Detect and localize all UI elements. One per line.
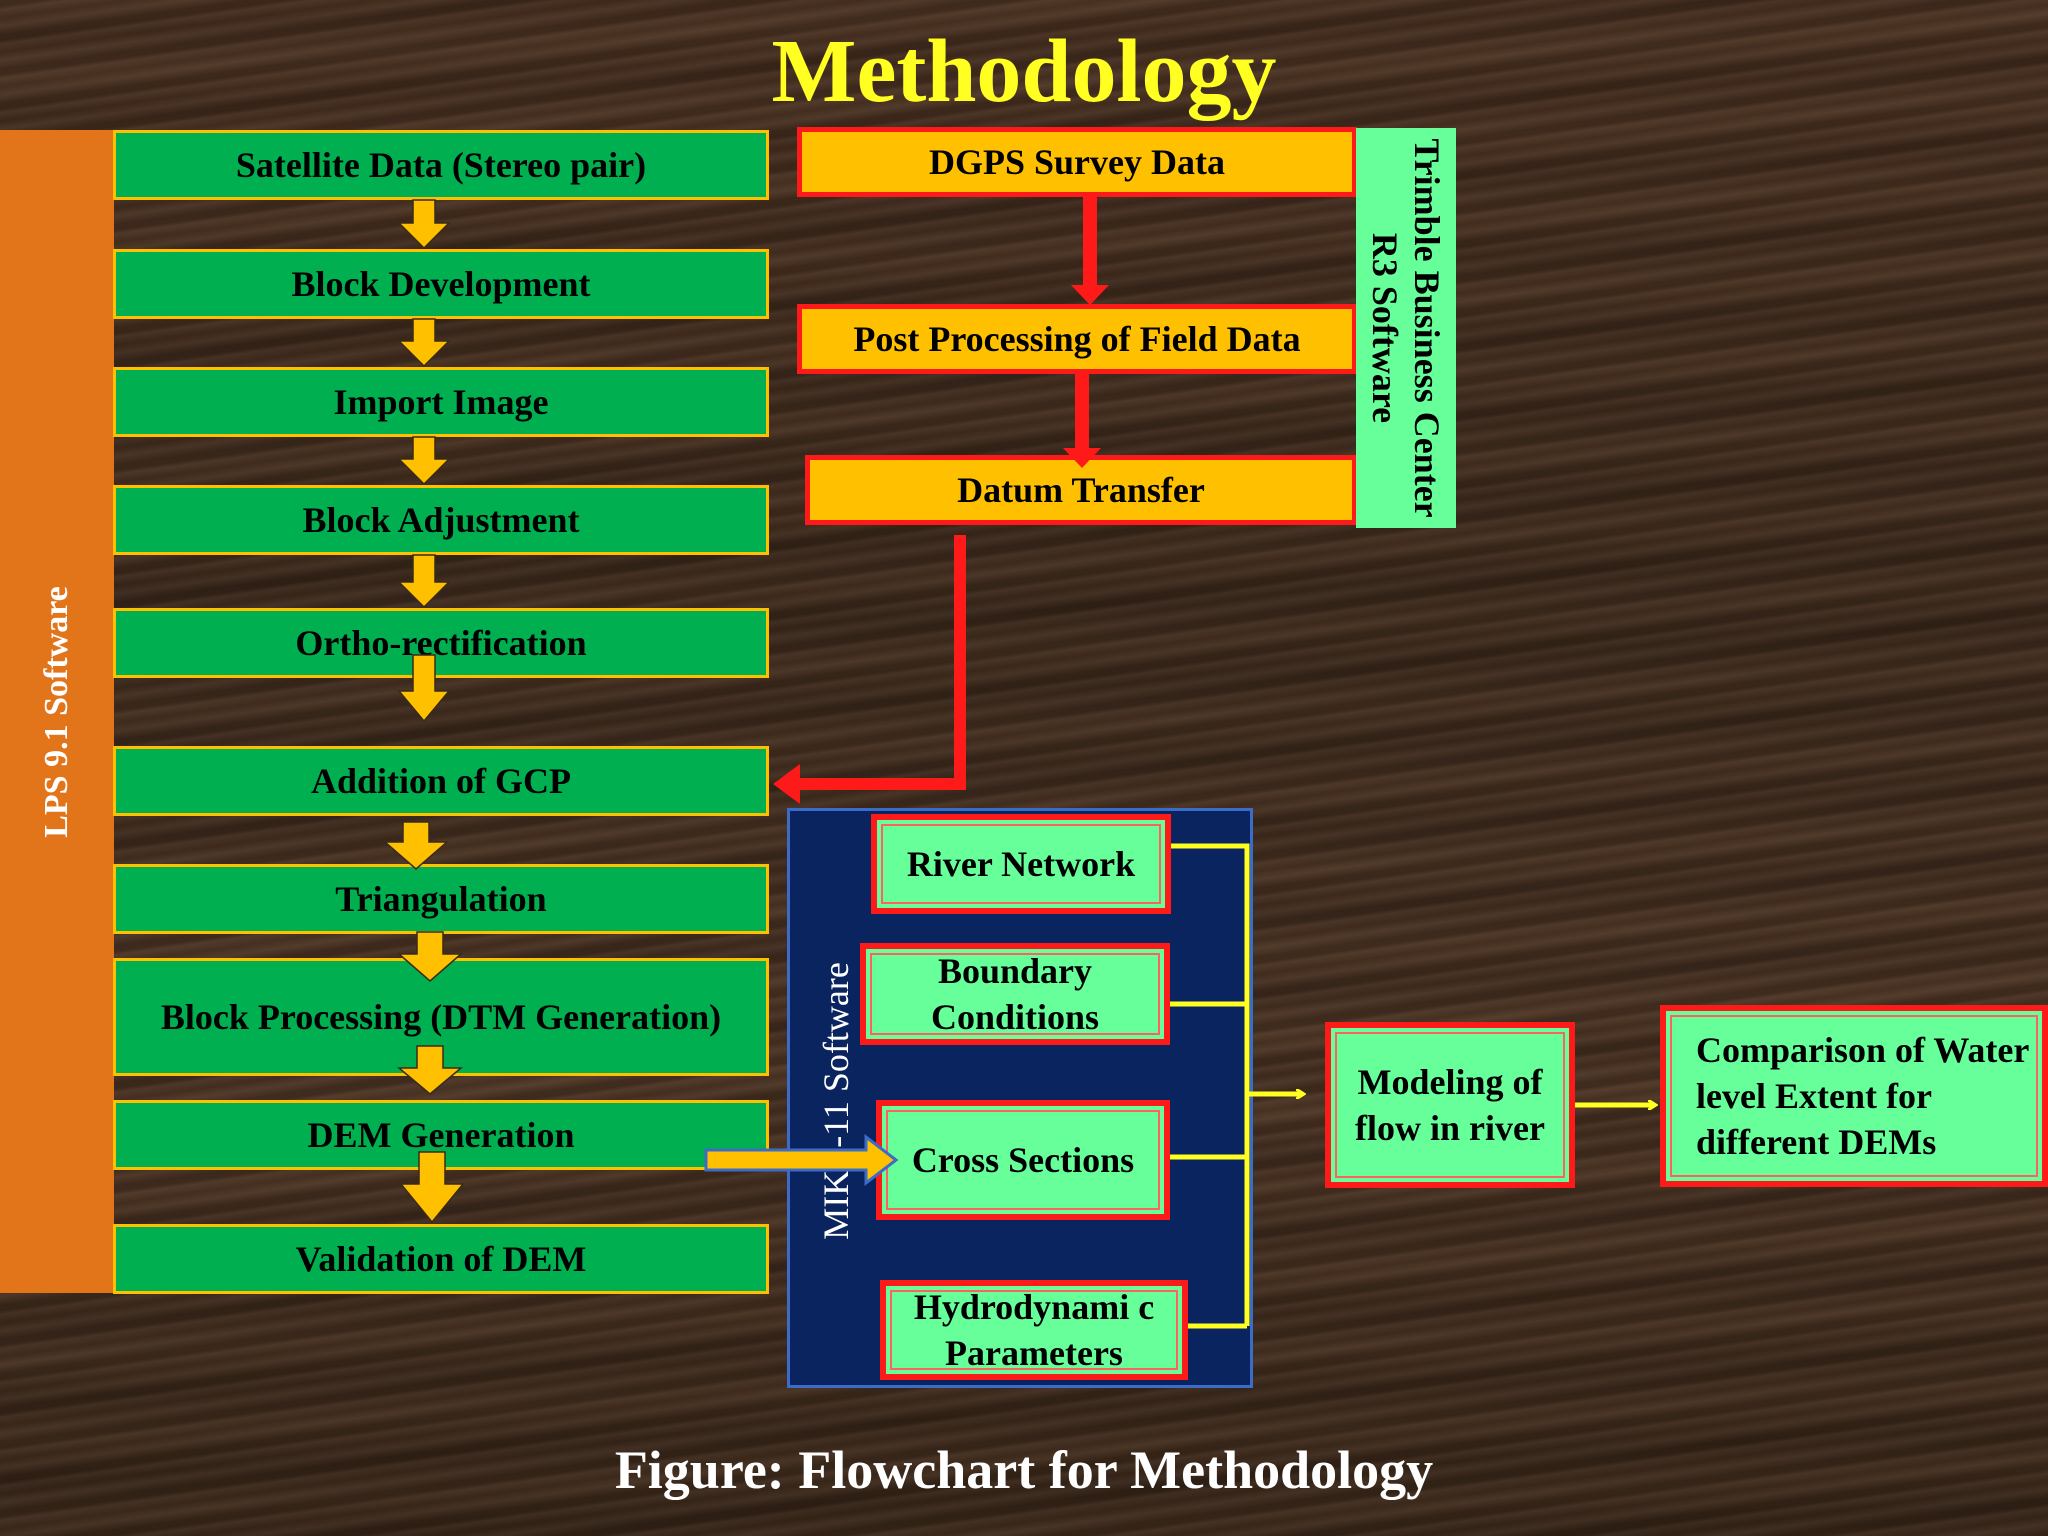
page-title: Methodology	[771, 22, 1277, 121]
input-river-network: River Network	[871, 814, 1171, 914]
step-post-processing: Post Processing of Field Data	[797, 304, 1357, 374]
down-arrow-7	[396, 931, 464, 982]
input-boundary-conditions: Boundary Conditions	[860, 943, 1170, 1045]
figure-caption: Figure: Flowchart for Methodology	[614, 1440, 1434, 1500]
step-block-development: Block Development	[113, 249, 769, 319]
modeling-of-flow: Modeling of flow in river	[1325, 1022, 1575, 1188]
dgps-down-arrow-1	[1071, 197, 1109, 305]
trimble-software-panel: Trimble Business Center R3 Software	[1356, 128, 1456, 528]
mike-connector	[1170, 843, 1250, 1329]
down-arrow-3	[397, 436, 451, 486]
step-ortho-rectification: Ortho-rectification	[113, 608, 769, 678]
down-arrow-6	[382, 821, 450, 870]
step-addition-of-gcp: Addition of GCP	[113, 746, 769, 816]
step-validation-of-dem: Validation of DEM	[113, 1224, 769, 1294]
down-arrow-5	[397, 654, 451, 723]
datum-to-gcp-arrow	[773, 523, 1080, 804]
step-dgps-survey-data: DGPS Survey Data	[797, 127, 1357, 197]
input-cross-sections: Cross Sections	[876, 1100, 1170, 1220]
lps-software-bar: LPS 9.1 Software	[0, 130, 114, 1293]
comparison-water-level: Comparison of Water level Extent for dif…	[1660, 1005, 2048, 1187]
step-block-adjustment: Block Adjustment	[113, 485, 769, 555]
down-arrow-9	[399, 1151, 465, 1224]
dgps-down-arrow-2	[1063, 374, 1101, 468]
down-arrow-4	[397, 554, 451, 609]
step-import-image: Import Image	[113, 367, 769, 437]
step-satellite-data: Satellite Data (Stereo pair)	[113, 130, 769, 200]
down-arrow-8	[396, 1045, 464, 1095]
input-hydrodynamic-parameters: Hydrodynami c Parameters	[880, 1280, 1188, 1380]
down-arrow-2	[397, 318, 451, 368]
down-arrow-1	[397, 199, 451, 250]
dem-to-cross-sections-arrow	[704, 1133, 899, 1187]
